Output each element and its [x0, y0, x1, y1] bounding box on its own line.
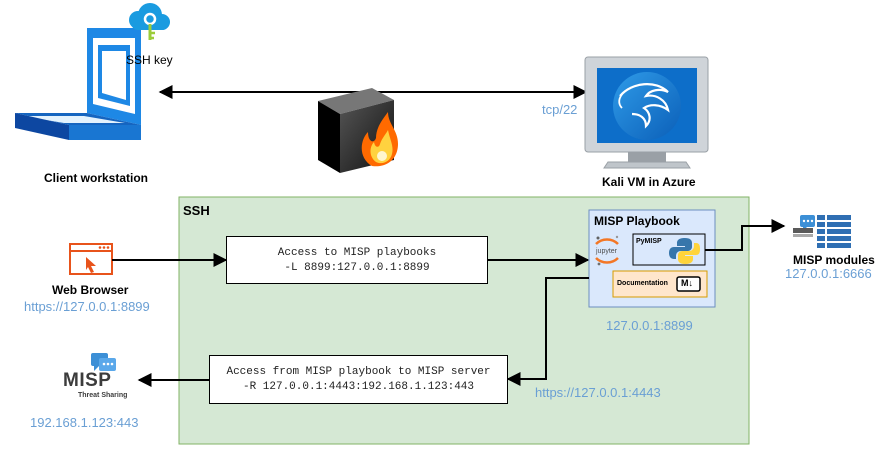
ssh-region-label: SSH — [183, 203, 210, 218]
misp-modules-icon — [793, 215, 851, 248]
local-tunnel-line2: -L 8899:127.0.0.1:8899 — [284, 262, 430, 274]
playbook-title: MISP Playbook — [594, 214, 680, 228]
playbook-to-remote-tunnel-arrow — [506, 277, 589, 386]
playbook-url: 127.0.0.1:8899 — [606, 318, 693, 333]
firewall-icon — [318, 88, 398, 173]
browser-icon — [69, 243, 113, 275]
markdown-icon — [676, 276, 701, 292]
misp-server-ip: 192.168.1.123:443 — [30, 415, 139, 430]
remote-tunnel-line1: Access from MISP playbook to MISP server — [226, 366, 491, 378]
misp-modules-label: MISP modules — [793, 253, 875, 267]
ssh-key-label: SSH key — [126, 53, 173, 67]
misp-logo-text: MISP — [63, 370, 112, 391]
return-url: https://127.0.0.1:4443 — [535, 385, 661, 400]
laptop-icon — [15, 28, 141, 140]
local-tunnel-box: Access to MISP playbooks -L 8899:127.0.0… — [226, 236, 488, 284]
web-browser-label: Web Browser — [52, 283, 129, 297]
misp-logo-subtitle: Threat Sharing — [78, 392, 128, 399]
misp-logo-icon — [91, 353, 116, 371]
jupyter-icon — [595, 235, 619, 266]
kali-vm-label: Kali VM in Azure — [602, 175, 696, 189]
tcp22-label: tcp/22 — [542, 102, 578, 117]
remote-tunnel-line2: -R 127.0.0.1:4443:192.168.1.123:443 — [242, 381, 475, 393]
client-workstation-label: Client workstation — [44, 171, 149, 185]
documentation-label: Documentation — [617, 280, 668, 287]
playbook-to-modules-arrow — [705, 219, 786, 251]
python-icon — [669, 238, 700, 264]
key-cloud-icon — [129, 3, 170, 40]
markdown-label: M↓ — [681, 278, 693, 288]
misp-modules-url: 127.0.0.1:6666 — [785, 266, 872, 281]
kali-monitor-icon — [584, 56, 709, 169]
jupyter-label: jupyter — [596, 248, 618, 255]
remote-tunnel-box: Access from MISP playbook to MISP server… — [209, 355, 508, 404]
web-browser-url: https://127.0.0.1:8899 — [24, 299, 150, 314]
local-tunnel-line1: Access to MISP playbooks — [277, 247, 437, 259]
pymisp-label: PyMISP — [636, 238, 662, 245]
